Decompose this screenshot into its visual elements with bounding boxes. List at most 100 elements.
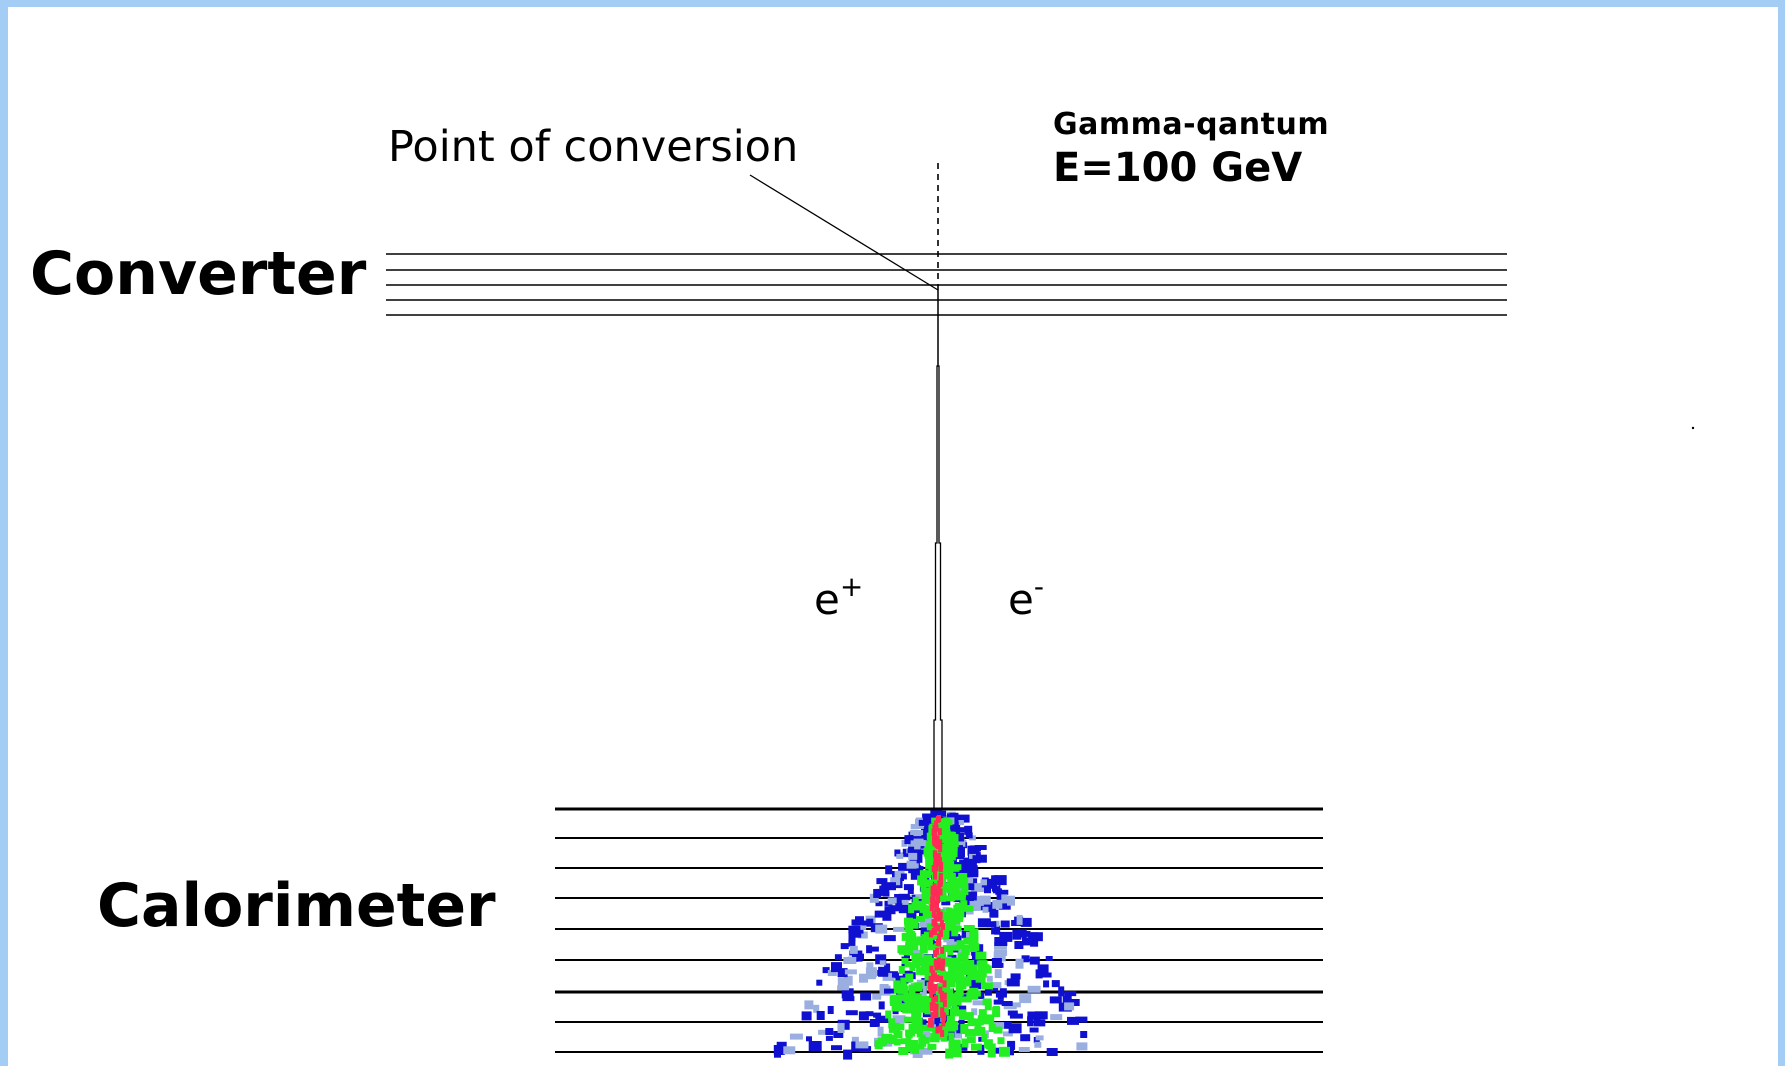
shower-hit-mid xyxy=(958,1013,966,1020)
shower-hit-core xyxy=(933,1008,938,1016)
shower-hit-outer xyxy=(1022,937,1035,946)
shower-hit-outer xyxy=(1050,1014,1063,1021)
shower-hit-mid xyxy=(929,1036,940,1043)
shower-hit-mid xyxy=(956,1009,967,1017)
shower-hit-outer xyxy=(1015,958,1024,969)
shower-hit-mid xyxy=(927,944,938,951)
shower-hit-mid xyxy=(985,1043,996,1050)
shower-hit-outer xyxy=(1058,986,1065,997)
shower-hit-outer xyxy=(913,840,927,847)
shower-hit-mid xyxy=(909,962,916,972)
shower-hit-core xyxy=(932,824,937,832)
shower-hit-mid xyxy=(908,918,919,929)
shower-hit-mid xyxy=(957,910,964,920)
shower-hit-outer xyxy=(996,893,1003,902)
shower-hit-outer xyxy=(813,1004,820,1013)
shower-hit-outer xyxy=(884,882,896,891)
shower-hit-mid xyxy=(912,961,920,968)
shower-hit-outer xyxy=(951,1029,962,1039)
shower-hit-outer xyxy=(887,897,897,905)
shower-hit-core xyxy=(929,1017,934,1025)
shower-hit-outer xyxy=(1027,1011,1041,1020)
shower-hit-core xyxy=(935,947,940,955)
shower-hit-mid xyxy=(950,1007,957,1017)
shower-hit-core xyxy=(940,1010,945,1018)
shower-hit-core xyxy=(931,996,936,1004)
shower-hit-outer xyxy=(1049,996,1062,1004)
shower-hit-mid xyxy=(961,978,972,987)
shower-hit-outer xyxy=(822,967,830,974)
shower-hit-mid xyxy=(935,1001,944,1008)
shower-hit-mid xyxy=(907,948,914,956)
shower-hit-core xyxy=(936,852,941,860)
shower-hit-outer xyxy=(1051,980,1060,988)
electron-charge: - xyxy=(1033,570,1044,603)
shower-hit-outer xyxy=(842,996,855,1002)
shower-hit-outer xyxy=(1016,914,1023,925)
shower-hit-mid xyxy=(972,943,980,952)
shower-hit-mid xyxy=(947,996,958,1007)
shower-hit-mid xyxy=(945,908,954,915)
shower-hit-outer xyxy=(1045,956,1053,961)
shower-hit-core xyxy=(932,899,937,907)
shower-hit-mid xyxy=(960,996,972,1003)
shower-hit-outer xyxy=(1027,1016,1034,1027)
shower-hit-mid xyxy=(951,944,960,951)
shower-hit-mid xyxy=(913,982,923,992)
shower-hit-mid xyxy=(950,864,962,871)
shower-hit-outer xyxy=(971,1008,978,1016)
positron-symbol: e xyxy=(814,575,840,624)
shower-hit-outer xyxy=(804,1000,814,1010)
shower-hit-mid xyxy=(904,961,911,968)
stray-dot xyxy=(1691,426,1695,430)
shower-hit-outer xyxy=(907,887,914,894)
shower-hit-outer xyxy=(989,909,999,918)
shower-hit-core xyxy=(934,963,939,971)
shower-hit-mid xyxy=(893,1031,903,1038)
shower-hit-core xyxy=(935,1026,940,1034)
shower-hit-mid xyxy=(943,913,954,920)
shower-hit-outer xyxy=(1001,1001,1013,1006)
shower-hit-mid xyxy=(908,984,916,995)
shower-hit-mid xyxy=(920,883,927,893)
shower-hit-mid xyxy=(947,834,959,844)
shower-hit-mid xyxy=(901,932,912,941)
shower-hit-outer xyxy=(1075,1016,1088,1023)
shower-hit-outer xyxy=(990,982,1002,989)
shower-hit-mid xyxy=(951,957,962,965)
shower-hit-mid xyxy=(897,983,908,994)
shower-hit-outer xyxy=(1067,1016,1079,1025)
shower-hit-outer xyxy=(1030,932,1043,942)
shower-hit-mid xyxy=(955,979,964,990)
shower-hit-outer xyxy=(917,866,924,874)
shower-hit-mid xyxy=(964,1028,976,1037)
shower-hit-core xyxy=(938,845,943,853)
shower-hit-outer xyxy=(945,821,959,829)
shower-hit-mid xyxy=(900,1038,912,1045)
shower-hit-outer xyxy=(844,969,857,975)
shower-hit-outer xyxy=(848,925,861,934)
shower-hit-mid xyxy=(999,1046,1010,1057)
shower-hit-outer xyxy=(925,919,934,925)
shower-hit-mid xyxy=(910,1040,919,1048)
shower-hit-mid xyxy=(893,1038,901,1046)
shower-hit-mid xyxy=(893,1003,905,1012)
shower-hit-outer xyxy=(878,1001,885,1010)
shower-hit-core xyxy=(941,1019,946,1027)
shower-hit-outer xyxy=(956,820,964,825)
shower-hit-outer xyxy=(834,954,842,961)
shower-hit-mid xyxy=(925,905,932,914)
shower-hit-outer xyxy=(919,908,925,919)
shower-hit-mid xyxy=(970,1043,982,1051)
shower-hit-outer xyxy=(861,920,872,926)
shower-hit-outer xyxy=(1029,1027,1039,1033)
shower-hit-outer xyxy=(948,934,960,939)
shower-hit-outer xyxy=(896,853,904,859)
electron-symbol: e xyxy=(1008,575,1034,624)
shower-hit-mid xyxy=(922,1024,934,1032)
shower-hit-outer xyxy=(1020,917,1032,927)
shower-hit-core xyxy=(942,980,947,988)
shower-hit-outer xyxy=(827,1006,834,1014)
shower-hit-mid xyxy=(919,1002,931,1013)
shower-hit-core xyxy=(929,990,934,998)
